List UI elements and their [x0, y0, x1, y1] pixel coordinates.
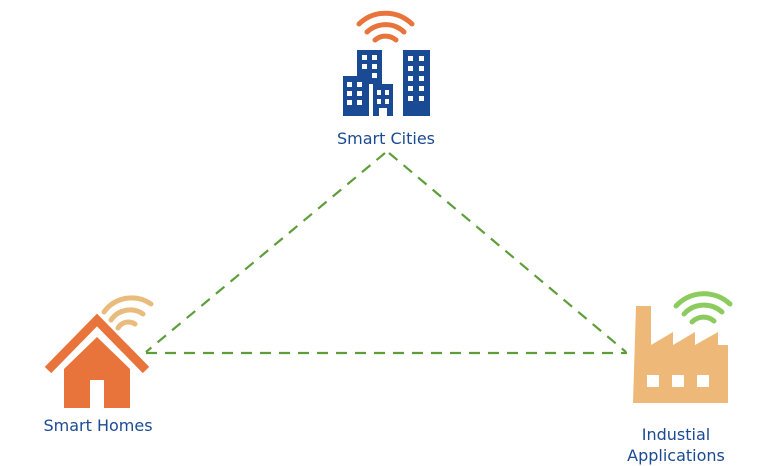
- edge-cities-industrial: [388, 152, 627, 353]
- wifi-signal-icon: [356, 10, 415, 43]
- factory-icon: [633, 291, 733, 403]
- industrial-label-line1: Industial: [641, 425, 711, 444]
- wifi-signal-icon: [101, 295, 154, 331]
- house-icon: [44, 295, 154, 408]
- industrial-label-line2: Applications: [627, 446, 725, 465]
- smart-cities-label: Smart Cities: [337, 129, 435, 148]
- industrial-applications-label: Industial Applications: [591, 424, 761, 466]
- wifi-signal-icon: [673, 291, 733, 325]
- city-buildings-icon: [343, 10, 430, 116]
- connection-lines: [145, 152, 627, 355]
- smart-homes-label: Smart Homes: [43, 416, 153, 435]
- edge-cities-homes: [145, 152, 386, 353]
